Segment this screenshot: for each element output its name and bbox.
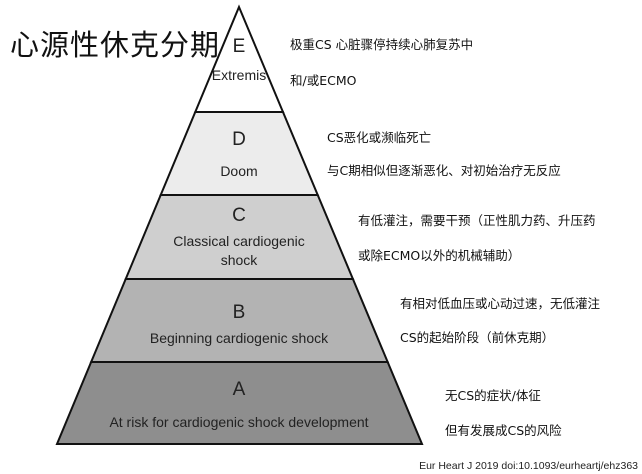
stage-letter-e: E [233, 36, 246, 57]
stage-name-c: shock [221, 252, 259, 268]
stage-name-c: Classical cardiogenic [173, 233, 305, 249]
stage-name-d: Doom [220, 163, 257, 179]
stage-note-e: 和/或ECMO [290, 73, 357, 88]
stage-note-b: 有相对低血压或心动过速，无低灌注 [400, 296, 601, 311]
stage-letter-a: A [233, 379, 246, 400]
stage-name-a: At risk for cardiogenic shock developmen… [109, 414, 368, 430]
stage-letter-b: B [233, 302, 246, 323]
stage-letter-c: C [232, 205, 246, 226]
stage-note-b: CS的起始阶段（前休克期） [400, 330, 555, 345]
stage-tier-a [55, 361, 424, 445]
stage-name-e: Extremis [212, 67, 266, 83]
stage-note-d: CS恶化或濒临死亡 [327, 130, 432, 145]
stage-note-a: 但有发展成CS的风险 [445, 423, 562, 438]
stage-letter-d: D [232, 129, 246, 150]
stage-note-c: 或除ECMO以外的机械辅助） [358, 248, 521, 263]
stage-note-a: 无CS的症状/体征 [445, 388, 541, 403]
page-title: 心源性休克分期 [10, 28, 221, 62]
stage-name-b: Beginning cardiogenic shock [150, 330, 329, 346]
stage-note-c: 有低灌注，需要干预（正性肌力药、升压药 [358, 213, 596, 228]
stage-note-e: 极重CS 心脏骤停持续心肺复苏中 [290, 37, 474, 52]
stage-tier-d [159, 111, 320, 196]
stage-tier-e [193, 4, 285, 113]
stage-note-d: 与C期相似但逐渐恶化、对初始治疗无反应 [327, 163, 561, 178]
citation: Eur Heart J 2019 doi:10.1093/eurheartj/e… [419, 460, 638, 472]
